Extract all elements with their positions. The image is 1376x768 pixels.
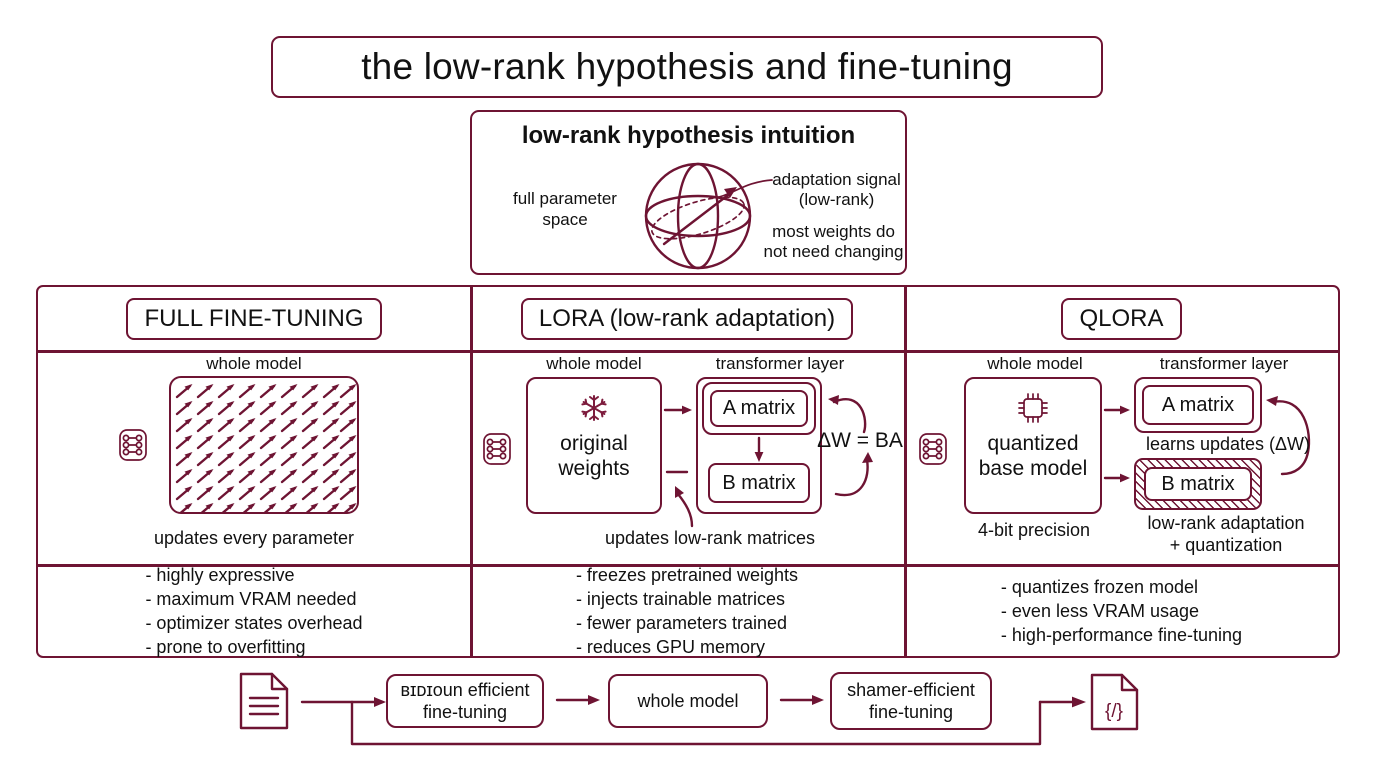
- updates-feedback-arrow: [666, 478, 706, 528]
- column-body-lora: whole model transformer layer: [470, 350, 904, 564]
- flow-step-1[interactable]: ʙɪᴅɪoun efficient fine-tuning: [386, 674, 544, 728]
- full-parameter-space-label: full parameter space: [513, 189, 617, 229]
- network-nodes-icon: [118, 428, 148, 462]
- quantized-base-model-label: quantized base model: [978, 432, 1088, 480]
- b-matrix-label-box: B matrix: [1144, 467, 1252, 501]
- bullets-qlora: - quantizes frozen model - even less VRA…: [904, 564, 1339, 657]
- column-header-lora: LORA (low-rank adaptation): [470, 287, 904, 350]
- b-matrix-label: B matrix: [1161, 472, 1235, 495]
- column-body-full-finetuning: whole model: [38, 350, 470, 564]
- arrow-grid-icon: [169, 376, 359, 514]
- chip-icon: [1016, 391, 1050, 425]
- snowflake-icon: [579, 393, 609, 423]
- bullet-list: - quantizes frozen model - even less VRA…: [1000, 576, 1243, 645]
- comparison-table: FULL FINE-TUNING whole model: [36, 285, 1340, 658]
- column-header-label: LORA (low-rank adaptation): [520, 297, 854, 340]
- delta-w-arrows: [822, 374, 888, 516]
- arrow-to-a-matrix: [663, 402, 694, 418]
- four-bit-precision-caption: 4-bit precision: [977, 520, 1091, 540]
- most-weights-label: most weights do not need changing: [763, 222, 904, 261]
- learns-updates-label: learns updates (ΔW): [1145, 434, 1311, 454]
- arrow-to-b-matrix: [1103, 470, 1132, 486]
- whole-model-caption: whole model: [206, 354, 302, 373]
- low-rank-quantization-caption: low-rank adaptation + quantization: [1147, 513, 1305, 555]
- header-divider: [38, 350, 1338, 353]
- delta-w-formula: ΔW = BA: [817, 429, 903, 452]
- intuition-heading: low-rank hypothesis intuition: [521, 122, 856, 149]
- flow-step-3[interactable]: shamer-efficient fine-tuning: [830, 672, 992, 730]
- column-divider-1: [470, 287, 473, 656]
- bullet-list: - highly expressive - maximum VRAM neede…: [145, 564, 363, 657]
- bullet-list: - freezes pretrained weights - injects t…: [575, 564, 799, 657]
- a-matrix-outer: A matrix: [1134, 377, 1262, 433]
- bullets-divider: [38, 564, 1338, 567]
- column-body-qlora: whole model transformer layer: [904, 350, 1339, 564]
- network-nodes-icon: [918, 432, 948, 466]
- whole-model-caption: whole model: [987, 354, 1083, 373]
- column-header-label: QLORA: [1061, 297, 1182, 340]
- page-title: the low-rank hypothesis and fine-tuning: [271, 36, 1103, 98]
- b-matrix-label-box: B matrix: [708, 463, 810, 503]
- bullets-lora: - freezes pretrained weights - injects t…: [470, 564, 904, 657]
- code-file-icon: {/}: [1088, 671, 1142, 733]
- connector-dash: [665, 468, 690, 476]
- adaptation-leader-line: [708, 172, 778, 202]
- document-icon: [236, 670, 292, 732]
- a-matrix-label-box: A matrix: [1142, 385, 1254, 425]
- a-matrix-label: A matrix: [722, 397, 796, 419]
- page-title-text: the low-rank hypothesis and fine-tuning: [361, 46, 1013, 87]
- original-weights-box: original weights: [526, 377, 662, 514]
- transformer-layer-box: A matrix B matrix: [696, 377, 822, 514]
- flow-arrow-1: [300, 668, 1090, 758]
- low-rank-intuition-panel: low-rank hypothesis intuition full param…: [470, 110, 907, 275]
- arrow-to-a-matrix: [1103, 402, 1132, 418]
- updates-every-parameter-caption: updates every parameter: [153, 528, 355, 548]
- network-nodes-icon: [482, 432, 512, 466]
- quantized-base-model-box: quantized base model: [964, 377, 1102, 514]
- flow-arrow-3: [779, 692, 826, 708]
- b-matrix-label: B matrix: [722, 471, 796, 494]
- arrow-a-to-b: [751, 436, 767, 463]
- sphere-icon: [640, 156, 760, 274]
- transformer-layer-caption: transformer layer: [715, 354, 845, 373]
- b-matrix-quantized-outer: B matrix: [1134, 458, 1262, 510]
- column-header-qlora: QLORA: [904, 287, 1339, 350]
- adaptation-signal-label: adaptation signal (low-rank): [772, 170, 901, 209]
- pipeline-flow: ʙɪᴅɪoun efficient fine-tuning whole mode…: [0, 660, 1376, 768]
- column-header-full-finetuning: FULL FINE-TUNING: [38, 287, 470, 350]
- bullets-full-finetuning: - highly expressive - maximum VRAM neede…: [38, 564, 470, 657]
- original-weights-label: original weights: [558, 432, 630, 480]
- updates-low-rank-caption: updates low-rank matrices: [604, 528, 816, 548]
- a-matrix-label: A matrix: [1161, 393, 1235, 416]
- flow-arrow-2: [555, 692, 602, 708]
- transformer-layer-caption: transformer layer: [1159, 354, 1289, 373]
- a-matrix-outer: A matrix: [702, 382, 816, 435]
- a-matrix-label-box: A matrix: [710, 390, 808, 427]
- learns-updates-arc: [1260, 386, 1322, 496]
- flow-step-2[interactable]: whole model: [608, 674, 768, 728]
- svg-text:{/}: {/}: [1105, 701, 1123, 722]
- column-header-label: FULL FINE-TUNING: [126, 297, 382, 340]
- whole-model-caption: whole model: [546, 354, 642, 373]
- column-divider-2: [904, 287, 907, 656]
